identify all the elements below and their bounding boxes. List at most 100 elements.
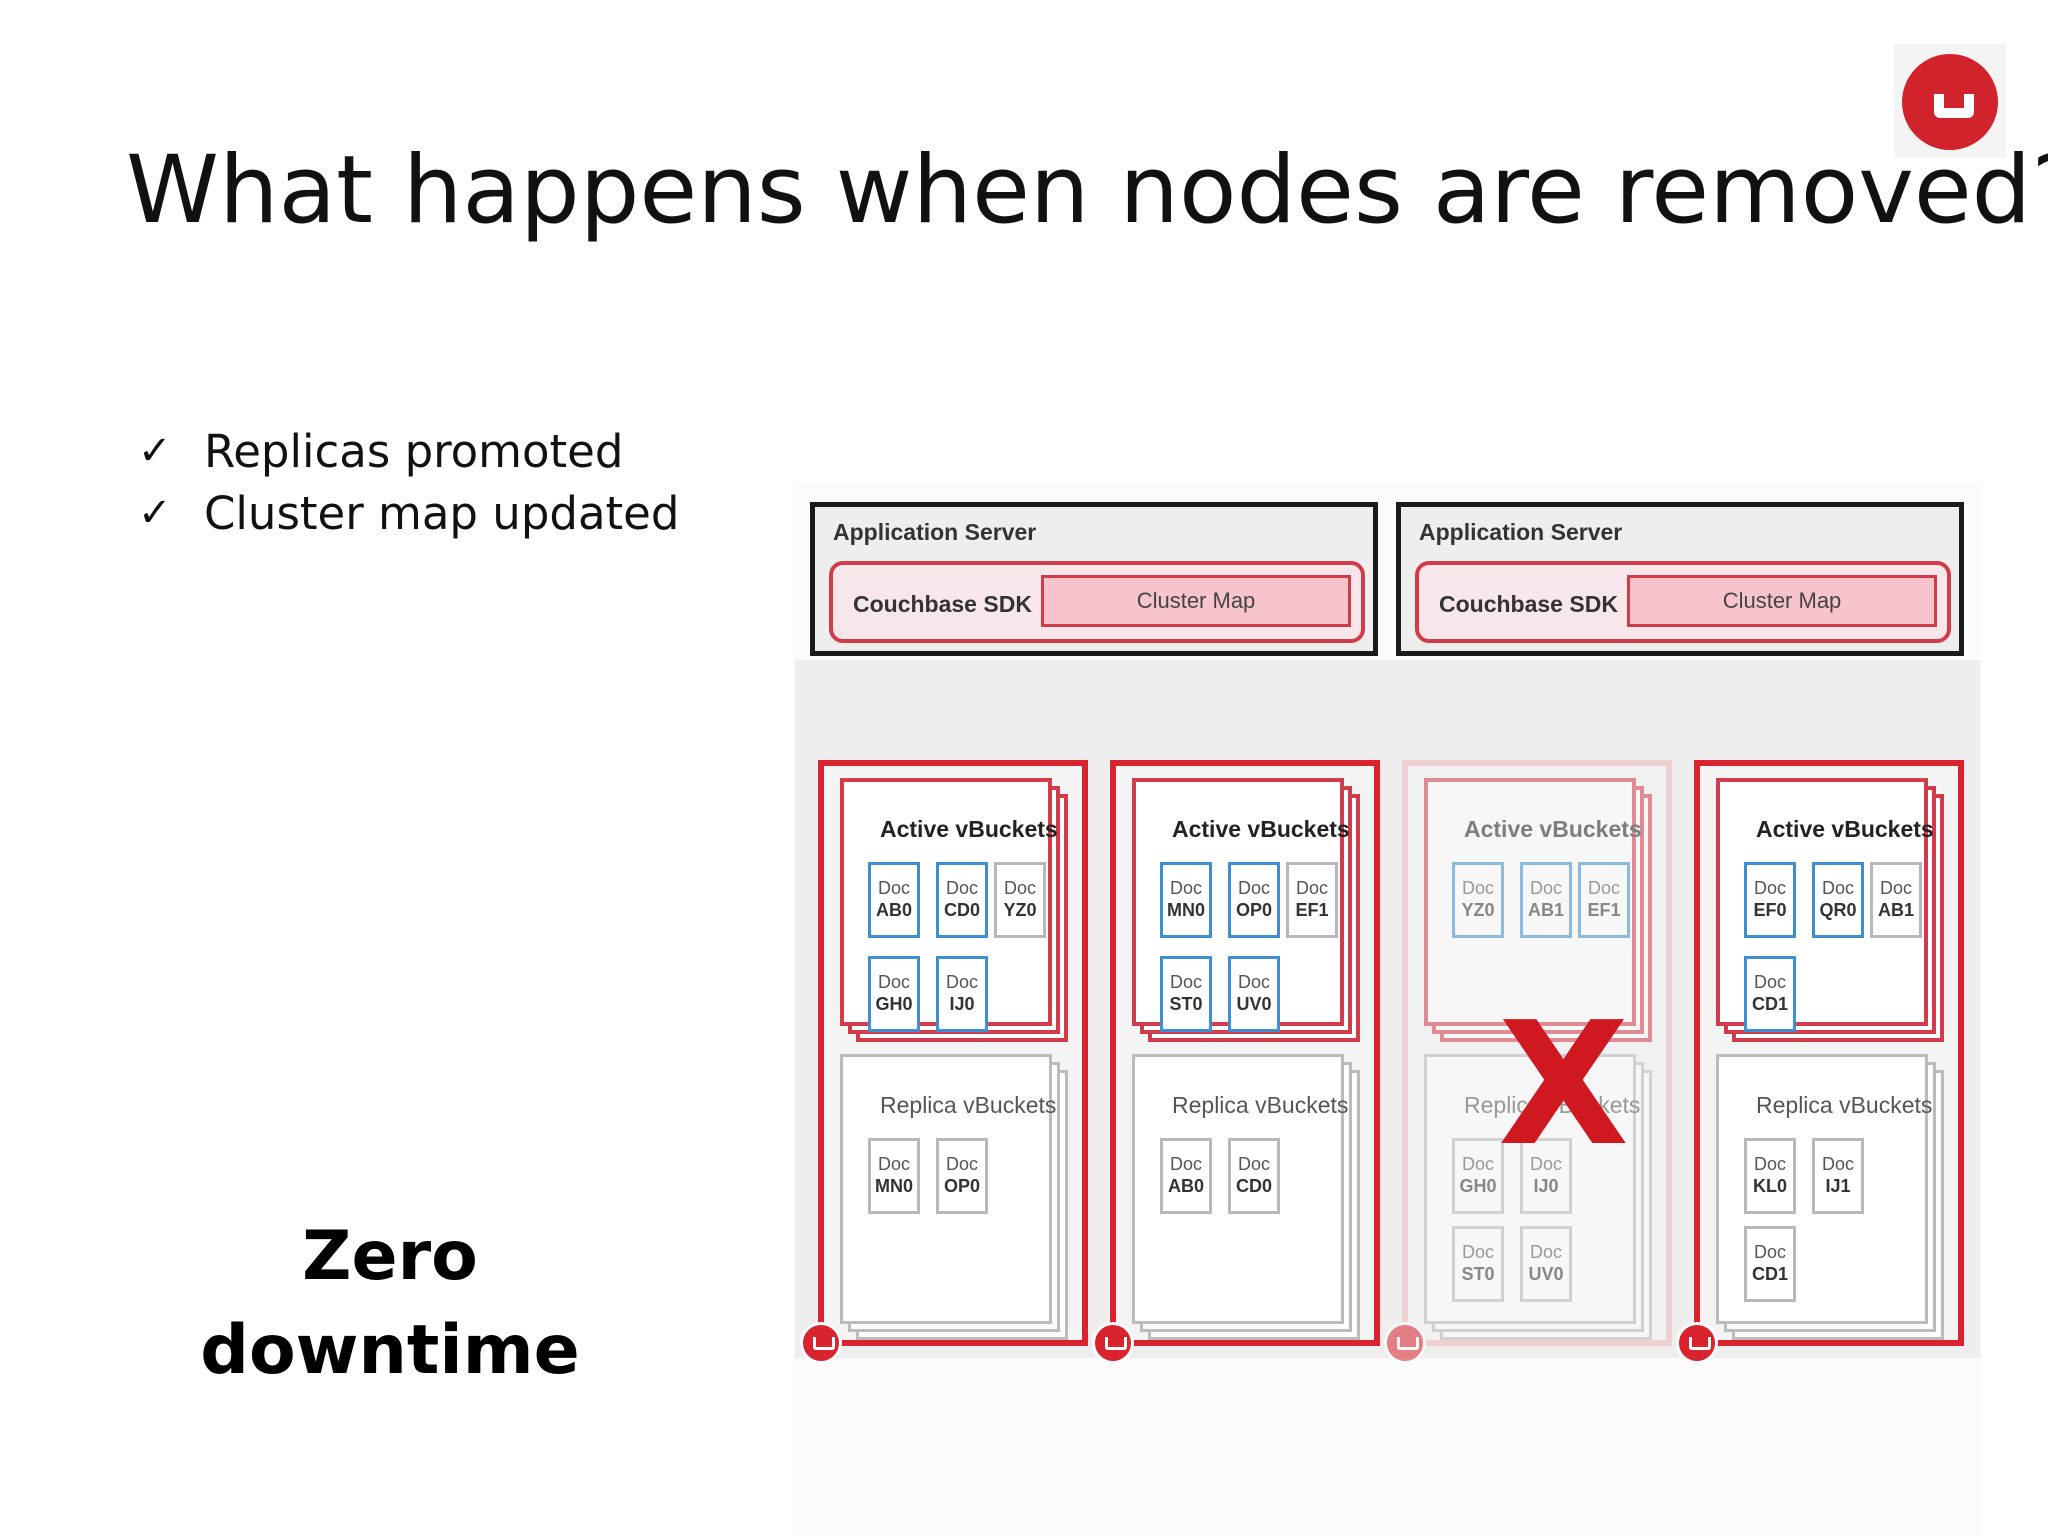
couchbase-logo-icon — [1894, 44, 2006, 158]
doc-label: Doc — [1237, 1154, 1270, 1174]
doc-label: Doc — [945, 1154, 978, 1174]
doc-label: Doc — [1753, 878, 1786, 898]
doc-label: Doc — [877, 1154, 910, 1174]
bullet-text: Cluster map updated — [204, 486, 680, 540]
doc-icon: Doc AB1 — [1520, 862, 1572, 938]
doc-icon: Doc UV0 — [1520, 1226, 1572, 1302]
doc-label: Doc — [1169, 1154, 1202, 1174]
zero-downtime-callout: Zero downtime — [190, 1210, 590, 1398]
active-vbuckets-title: Active vBuckets — [1756, 816, 1934, 842]
couchbase-node-icon — [800, 1322, 842, 1364]
doc-label: Doc — [1879, 878, 1912, 898]
doc-key: AB1 — [1527, 900, 1564, 920]
doc-key: OP0 — [1235, 900, 1273, 920]
doc-icon: Doc EF1 — [1578, 862, 1630, 938]
active-vbuckets: Active vBuckets Doc MN0 Doc OP0 Doc EF1 … — [1132, 778, 1368, 1042]
replica-vbuckets: Replica vBuckets Doc GH0 Doc IJ0 Doc ST0… — [1424, 1054, 1660, 1344]
doc-key: MN0 — [1166, 900, 1205, 920]
doc-label: Doc — [945, 972, 978, 992]
doc-label: Doc — [1461, 1154, 1494, 1174]
doc-label: Doc — [1753, 972, 1786, 992]
doc-label: Doc — [1169, 972, 1202, 992]
doc-key: GH0 — [1459, 1176, 1497, 1196]
doc-key: EF0 — [1753, 900, 1787, 920]
doc-icon: Doc CD0 — [1228, 1138, 1280, 1214]
callout-line: downtime — [200, 1311, 580, 1390]
server-node: Active vBuckets Doc EF0 Doc QR0 Doc AB1 … — [1676, 760, 1964, 1364]
cluster-map: Cluster Map — [1627, 575, 1937, 627]
server-node: Active vBuckets Doc AB0 Doc CD0 Doc YZ0 … — [800, 760, 1088, 1364]
doc-label: Doc — [877, 972, 910, 992]
doc-label: Doc — [945, 878, 978, 898]
doc-icon: Doc IJ0 — [1520, 1138, 1572, 1214]
doc-icon: Doc CD1 — [1744, 956, 1796, 1032]
cluster-map: Cluster Map — [1041, 575, 1351, 627]
replica-vbuckets-title: Replica vBuckets — [880, 1092, 1057, 1118]
doc-key: AB0 — [1167, 1176, 1204, 1196]
doc-label: Doc — [877, 878, 910, 898]
active-vbuckets-title: Active vBuckets — [1464, 816, 1642, 842]
doc-icon: Doc GH0 — [868, 956, 920, 1032]
active-vbuckets: Active vBuckets Doc EF0 Doc QR0 Doc AB1 … — [1716, 778, 1952, 1042]
doc-key: CD0 — [1235, 1176, 1272, 1196]
doc-icon: Doc QR0 — [1812, 862, 1864, 938]
replica-vbuckets: Replica vBuckets Doc KL0 Doc IJ1 Doc CD1 — [1716, 1054, 1952, 1344]
doc-icon: Doc ST0 — [1452, 1226, 1504, 1302]
doc-key: KL0 — [1752, 1176, 1787, 1196]
doc-icon: Doc KL0 — [1744, 1138, 1796, 1214]
doc-label: Doc — [1003, 878, 1036, 898]
doc-label: Doc — [1461, 1242, 1494, 1262]
bullet-list: ✓ Replicas promoted ✓ Cluster map update… — [138, 420, 679, 544]
doc-key: UV0 — [1528, 1264, 1564, 1284]
doc-label: Doc — [1237, 878, 1270, 898]
doc-icon: Doc IJ1 — [1812, 1138, 1864, 1214]
doc-icon: Doc OP0 — [1228, 862, 1280, 938]
doc-key: YZ0 — [1003, 900, 1037, 920]
doc-icon: Doc ST0 — [1160, 956, 1212, 1032]
doc-icon: Doc CD0 — [936, 862, 988, 938]
removed-node-x-mark: X — [1498, 986, 1630, 1184]
bullet-text: Replicas promoted — [204, 424, 624, 478]
doc-key: IJ0 — [949, 994, 975, 1014]
doc-label: Doc — [1295, 878, 1328, 898]
replica-vbuckets: Replica vBuckets Doc MN0 Doc OP0 — [840, 1054, 1076, 1344]
doc-label: Doc — [1821, 878, 1854, 898]
couchbase-node-icon — [1676, 1322, 1718, 1364]
callout-line: Zero — [302, 1217, 478, 1296]
sdk-label: Couchbase SDK — [1439, 591, 1618, 617]
doc-key: AB1 — [1877, 900, 1914, 920]
doc-key: EF1 — [1587, 900, 1621, 920]
active-vbuckets: Active vBuckets Doc AB0 Doc CD0 Doc YZ0 … — [840, 778, 1076, 1042]
doc-icon: Doc EF1 — [1286, 862, 1338, 938]
checkmark-icon: ✓ — [138, 428, 172, 474]
doc-label: Doc — [1237, 972, 1270, 992]
doc-key: IJ0 — [1533, 1176, 1559, 1196]
doc-key: QR0 — [1819, 900, 1857, 920]
server-node: Active vBuckets Doc MN0 Doc OP0 Doc EF1 … — [1092, 760, 1380, 1364]
doc-icon: Doc EF0 — [1744, 862, 1796, 938]
app-server-label: Application Server — [833, 519, 1037, 545]
app-server-label: Application Server — [1419, 519, 1623, 545]
replica-vbuckets-title: Replica vBuckets — [1464, 1092, 1641, 1118]
doc-key: AB0 — [875, 900, 912, 920]
couchbase-node-icon — [1384, 1322, 1426, 1364]
bullet-item: ✓ Cluster map updated — [138, 482, 679, 544]
slide-title: What happens when nodes are removed? — [126, 136, 2048, 245]
doc-key: IJ1 — [1825, 1176, 1851, 1196]
replica-vbuckets-title: Replica vBuckets — [1756, 1092, 1933, 1118]
doc-icon: Doc YZ0 — [994, 862, 1046, 938]
doc-label: Doc — [1821, 1154, 1854, 1174]
doc-key: OP0 — [943, 1176, 981, 1196]
doc-key: YZ0 — [1461, 900, 1495, 920]
checkmark-icon: ✓ — [138, 490, 172, 536]
doc-key: ST0 — [1461, 1264, 1495, 1284]
doc-icon: Doc OP0 — [936, 1138, 988, 1214]
doc-icon: Doc UV0 — [1228, 956, 1280, 1032]
doc-label: Doc — [1753, 1242, 1786, 1262]
doc-icon: Doc YZ0 — [1452, 862, 1504, 938]
doc-key: UV0 — [1236, 994, 1272, 1014]
doc-icon: Doc IJ0 — [936, 956, 988, 1032]
active-vbuckets-title: Active vBuckets — [1172, 816, 1350, 842]
sdk-label: Couchbase SDK — [853, 591, 1032, 617]
doc-icon: Doc AB1 — [1870, 862, 1922, 938]
